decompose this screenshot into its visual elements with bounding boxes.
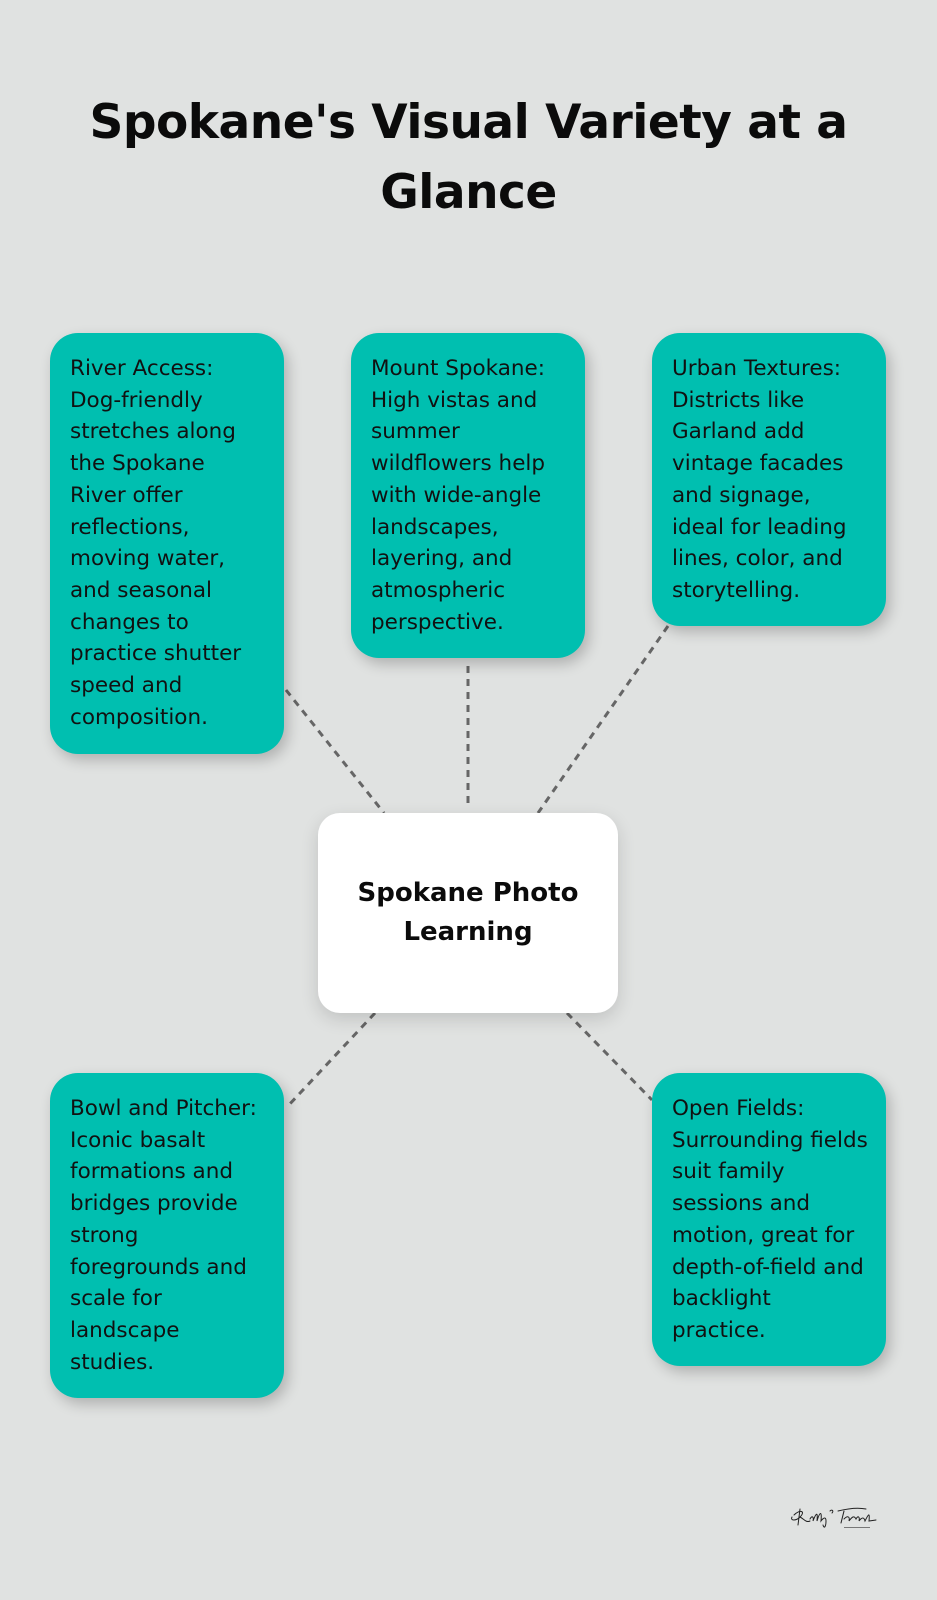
signature-logo-icon: [791, 1507, 877, 1528]
card-text: Urban Textures: Districts like Garland a…: [672, 356, 847, 603]
card-text: Mount Spokane: High vistas and summer wi…: [371, 356, 546, 635]
card-text: Bowl and Pitcher: Iconic basalt formatio…: [70, 1096, 257, 1375]
card-text: Open Fields: Surrounding fields suit fam…: [672, 1096, 868, 1343]
card-open-fields: Open Fields: Surrounding fields suit fam…: [652, 1073, 886, 1366]
page-title: Spokane's Visual Variety at a Glance: [89, 95, 848, 220]
connector-river-access: [284, 689, 386, 814]
center-label: Spokane Photo Learning: [357, 878, 579, 947]
card-mount-spokane: Mount Spokane: High vistas and summer wi…: [351, 333, 585, 658]
card-river-access: River Access: Dog-friendly stretches alo…: [50, 333, 284, 754]
connector-open-fields: [565, 1011, 654, 1102]
card-text: River Access: Dog-friendly stretches alo…: [70, 356, 242, 730]
center-node: Spokane Photo Learning: [318, 813, 618, 1013]
card-bowl-and-pitcher: Bowl and Pitcher: Iconic basalt formatio…: [50, 1073, 284, 1398]
card-urban-textures: Urban Textures: Districts like Garland a…: [652, 333, 886, 626]
connector-bowl-and-pitcher: [285, 1011, 377, 1109]
